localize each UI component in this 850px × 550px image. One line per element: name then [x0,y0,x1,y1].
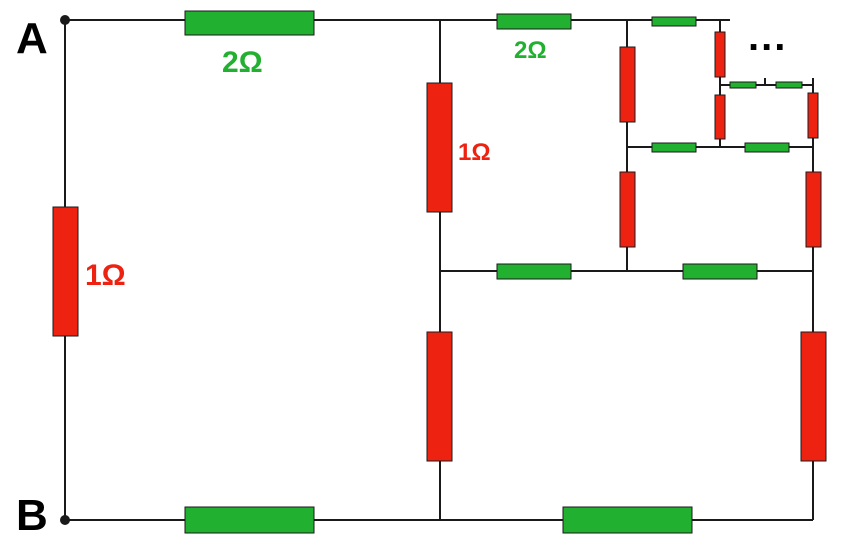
inner-vertical-resistor-label: 1Ω [458,139,491,166]
resistor-stage1-upper [426,82,453,213]
resistor-middle-stage3-left [651,142,697,153]
terminal-b-node [60,515,70,525]
resistor-middle-stage3-right [744,142,790,153]
resistor-stage4-right [807,92,819,139]
second-top-resistor-label: 2Ω [514,37,547,64]
continuation-ellipsis: ... [748,15,787,59]
resistor-stage2-lower [619,171,636,248]
resistor-bottom-stage1 [562,506,693,534]
left-resistor-label: 1Ω [85,259,126,292]
resistor-left-main [52,206,79,337]
resistor-stage2-right-lower [800,331,827,462]
resistor-middle-stage2-left [496,263,572,280]
terminal-a-node [60,15,70,25]
resistor-middle-stage2-right [682,263,758,280]
resistor-stage2-upper [619,46,636,123]
resistor-middle-stage4-left [729,81,757,89]
resistors [52,10,827,534]
resistor-top-stage3 [651,16,697,27]
resistor-bottom-main [184,506,315,534]
resistor-stage1-lower [426,331,453,462]
resistor-stage3-right-lower [805,171,822,248]
terminal-a-label: A [16,14,48,63]
resistor-top-stage2 [496,13,572,30]
resistor-top-main [184,10,315,36]
resistor-middle-stage4-right [775,81,803,89]
resistor-stage3-lower [714,94,726,140]
resistor-stage3-upper [714,31,726,78]
terminal-b-label: B [16,491,48,540]
top-resistor-label: 2Ω [222,46,263,79]
